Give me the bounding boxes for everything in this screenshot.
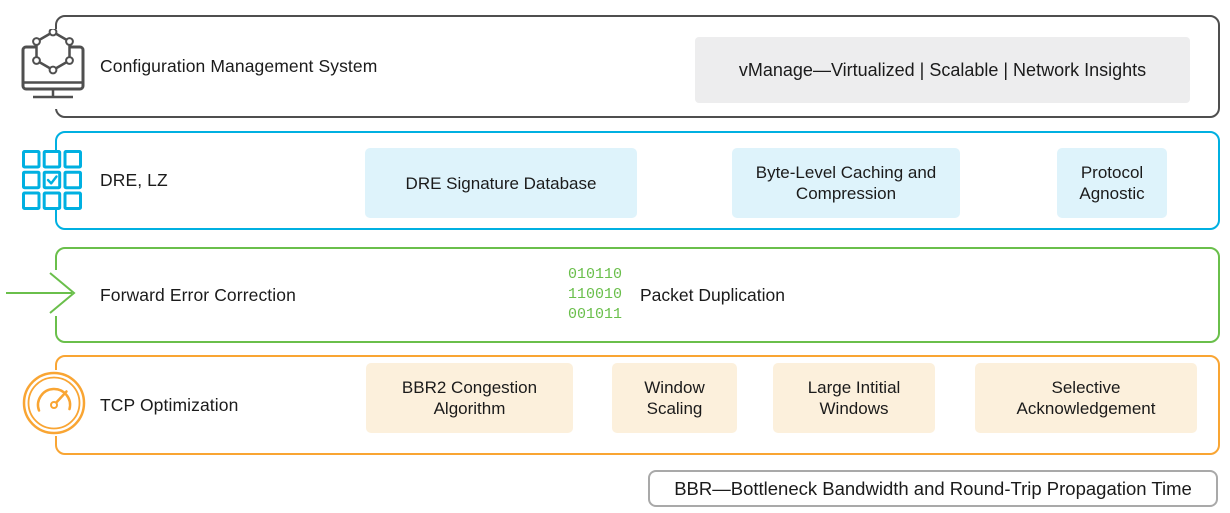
row-label-forward-error-correction: Forward Error Correction xyxy=(100,284,296,305)
monitor-network-icon xyxy=(20,29,86,109)
chip-large-initial-windows: Large Intitial Windows xyxy=(773,363,935,433)
binary-line: 010110 xyxy=(568,266,623,283)
chip-dre-signature-database: DRE Signature Database xyxy=(365,148,637,218)
bbr-footnote: BBR—Bottleneck Bandwidth and Round-Trip … xyxy=(648,470,1218,507)
binary-line: 001011 xyxy=(568,306,623,323)
forward-error-correction-box xyxy=(55,247,1220,343)
arrow-right-icon xyxy=(6,270,80,316)
chip-selective-acknowledgement: Selective Acknowledgement xyxy=(975,363,1197,433)
grid-check-icon xyxy=(22,150,82,210)
row-label-tcp-optimization: TCP Optimization xyxy=(100,394,239,415)
gauge-icon xyxy=(21,370,87,436)
binary-line: 110010 xyxy=(568,286,623,303)
chip-window-scaling: Window Scaling xyxy=(612,363,737,433)
chip-protocol-agnostic: Protocol Agnostic xyxy=(1057,148,1167,218)
chip-bbr2-congestion-algorithm: BBR2 Congestion Algorithm xyxy=(366,363,573,433)
packet-duplication-label: Packet Duplication xyxy=(640,284,785,305)
binary-pattern: 010110 110010 001011 xyxy=(568,247,622,343)
chip-byte-level-caching: Byte-Level Caching and Compression xyxy=(732,148,960,218)
dre-lz-box xyxy=(55,131,1220,230)
row-label-config-management: Configuration Management System xyxy=(100,56,378,76)
vmanage-badge: vManage—Virtualized | Scalable | Network… xyxy=(695,37,1190,103)
row-label-dre-lz: DRE, LZ xyxy=(100,170,168,190)
